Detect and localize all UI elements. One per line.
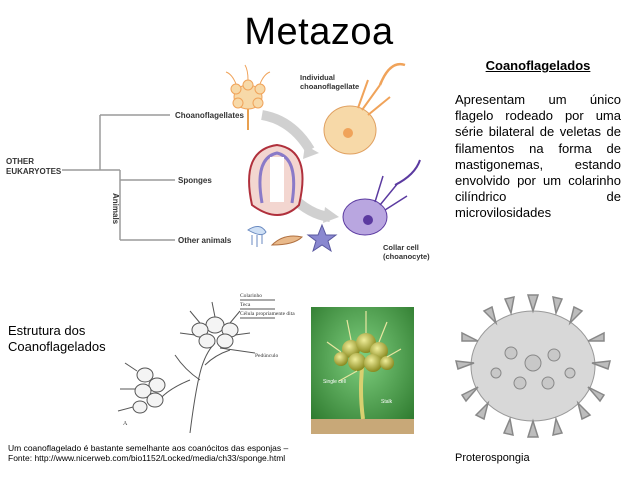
sketch-label-colarinho: Colarinho <box>240 293 262 299</box>
coanoflagelados-heading: Coanoflagelados <box>455 58 621 73</box>
sketch-label-teca: Teca <box>240 302 251 308</box>
collar-cell-illustration <box>343 160 420 235</box>
stalk-label: Stalk <box>381 399 393 405</box>
sketch-label-pedunculo: Pedúnculo <box>255 353 278 359</box>
branch-sponges-label: Sponges <box>178 176 212 185</box>
root-label-line1: OTHER <box>6 157 34 166</box>
coanoflagelados-description: Apresentam um único flagelo rodeado por … <box>455 92 621 222</box>
individual-choanoflagellate-illustration <box>324 64 405 170</box>
source-caption-line2[interactable]: Fonte: http://www.nicerweb.com/bio1152/L… <box>8 453 285 463</box>
arrow-head-collar <box>323 207 339 223</box>
sponge-illustration <box>249 145 302 215</box>
phylogeny-diagram: OTHER EUKARYOTES Choanoflagellates Spong… <box>0 45 450 270</box>
proterospongia-label: Proterospongia <box>455 452 530 464</box>
sketch-cell-group-top <box>180 302 250 348</box>
sketch-label-a: A <box>123 421 128 427</box>
collar-label-line1: Collar cell <box>383 243 419 252</box>
single-cell-colony-image: Single cell Stalk <box>311 307 414 434</box>
root-label-line2: EUKARYOTES <box>6 167 62 176</box>
individual-label-line2: choanoflagellate <box>300 82 359 91</box>
collar-label-line2: (choanocyte) <box>383 252 430 261</box>
single-cell-label: Single cell <box>323 379 346 385</box>
animals-label: Animals <box>111 193 120 225</box>
sketch-cell-group-bottom <box>118 363 165 413</box>
individual-label-line1: Individual <box>300 73 335 82</box>
other-animals-illustration <box>248 225 336 251</box>
branch-other-animals-label: Other animals <box>178 236 232 245</box>
arrow-to-individual <box>262 115 310 150</box>
source-caption-line1: Um coanoflagelado é bastante semelhante … <box>8 443 288 453</box>
choanoflagellate-sketch: Colarinho Teca Célula propriamente dita … <box>115 285 300 433</box>
sketch-label-celula: Célula propriamente dita <box>240 311 295 317</box>
proterospongia-image <box>436 283 630 445</box>
branch-choanoflagellates-label: Choanoflagellates <box>175 111 244 120</box>
estrutura-label: Estrutura dos Coanoflagelados <box>8 323 118 355</box>
